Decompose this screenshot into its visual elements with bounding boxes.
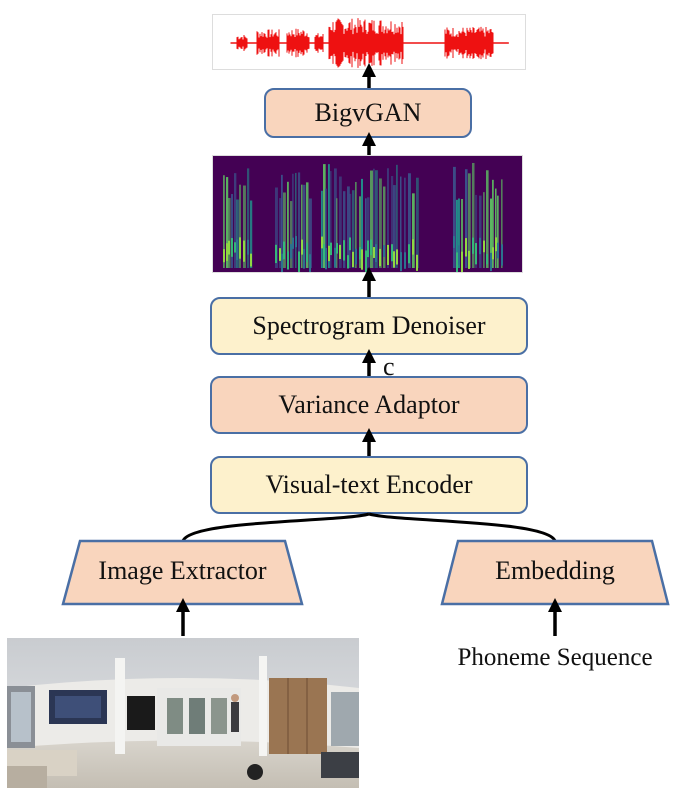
image-extractor-shape [61, 539, 304, 606]
bigvgan-label: BigvGAN [314, 98, 422, 127]
panorama-drawing [7, 638, 359, 788]
waveform-panel [212, 14, 526, 70]
embedding-shape [440, 539, 670, 606]
waveform-image [230, 18, 509, 68]
condition-label: c [383, 352, 395, 381]
panorama-image [7, 638, 359, 788]
phoneme-sequence-label: Phoneme Sequence [457, 644, 653, 671]
variance-adaptor-label: Variance Adaptor [278, 390, 460, 419]
visual-text-encoder-box: Visual-text Encoder [210, 456, 528, 514]
spectrogram-image [213, 156, 522, 276]
embedding-label: Embedding [495, 556, 615, 585]
spectrogram-denoiser-label: Spectrogram Denoiser [252, 311, 486, 340]
curve-image-to-encoder [181, 512, 370, 542]
spectrogram-panel [212, 155, 523, 276]
visual-text-encoder-label: Visual-text Encoder [265, 470, 473, 499]
curve-embedding-to-encoder [368, 512, 557, 542]
bigvgan-box: BigvGAN [264, 88, 472, 138]
image-extractor-label: Image Extractor [98, 556, 267, 585]
spectrogram-denoiser-box: Spectrogram Denoiser [210, 297, 528, 355]
